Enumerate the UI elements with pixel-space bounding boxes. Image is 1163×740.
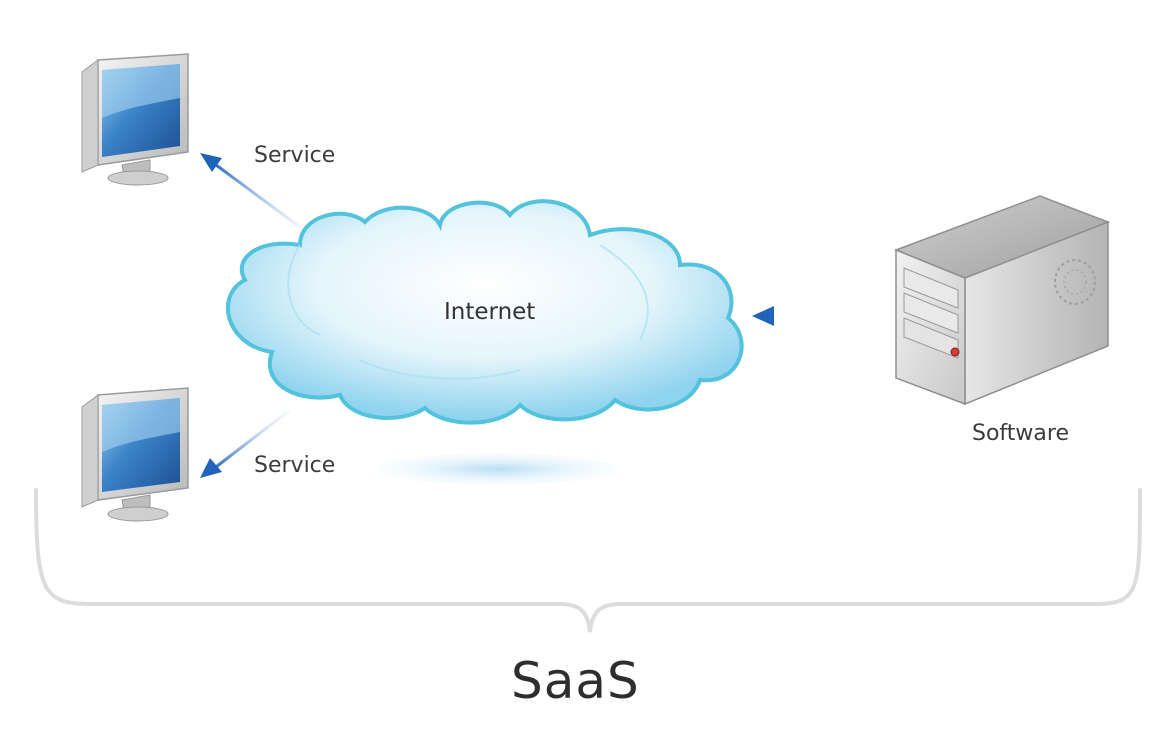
arrow-to-top-service bbox=[200, 153, 313, 238]
server-tower-icon bbox=[893, 195, 1111, 406]
internet-label: Internet bbox=[444, 299, 536, 325]
monitor-top-icon bbox=[81, 53, 189, 186]
monitor-bottom-icon bbox=[81, 387, 189, 522]
saas-title: SaaS bbox=[511, 652, 640, 710]
service-label-top: Service bbox=[254, 143, 336, 168]
software-label: Software bbox=[972, 421, 1069, 446]
cloud-shadow bbox=[377, 453, 617, 485]
internet-cloud-icon bbox=[226, 199, 744, 425]
saas-brace bbox=[34, 488, 1142, 633]
arrow-to-bottom-service bbox=[200, 408, 291, 478]
service-label-bottom: Service bbox=[254, 453, 336, 478]
arrow-from-software bbox=[752, 306, 865, 326]
